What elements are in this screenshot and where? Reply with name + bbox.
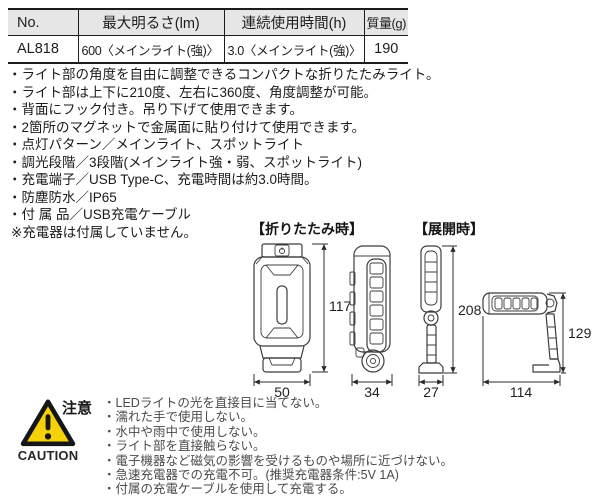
caution-english-label: CAUTION	[17, 448, 79, 463]
feature-item: ・ライト部は上下に210度、左右に360度、角度調整が可能。	[8, 84, 378, 100]
dimension-label: 114	[510, 384, 533, 400]
feature-item: ・付 属 品／USB充電ケーブル	[8, 207, 191, 222]
spec-table: No. 最大明るさ(lm) 連続使用時間(h) 質量(g) AL818 600〈…	[8, 8, 408, 64]
dimension-label: 117	[329, 298, 352, 314]
feature-item: ・2箇所のマグネットで金属面に貼り付けて使用できます。	[8, 119, 366, 135]
caution-label: 注意	[62, 400, 93, 417]
caution-section: CAUTION 注意 ・LEDライトの光を直接目に当てない。 ・濡れた手で使用し…	[15, 396, 590, 500]
folded-state-caption: 【折りたたみ時】	[251, 221, 363, 237]
caution-item: ・ライト部を直接触らない。	[103, 439, 266, 454]
folded-front-view-drawing	[253, 243, 311, 373]
caution-item: ・付属の充電ケーブルを使用して充電する。	[103, 482, 352, 497]
cell-max-brightness: 600〈メインライト(強)〉	[78, 35, 225, 63]
caution-list: ・LEDライトの光を直接目に当てない。 ・濡れた手で使用しない。 ・水中や雨中で…	[103, 396, 453, 497]
caution-item: ・LEDライトの光を直接目に当てない。	[103, 396, 328, 410]
cell-runtime: 3.0〈メインライト(強)〉	[224, 35, 365, 63]
caution-item: ・急速充電器での充電不可。(推奨充電器条件:5V 1A)	[103, 468, 399, 483]
feature-item: ・ライト部の角度を自由に調整できるコンパクトな折りたたみライト。	[8, 67, 440, 82]
features-list: ・ライト部の角度を自由に調整できるコンパクトな折りたたみライト。 ・ライト部は上…	[8, 66, 439, 241]
caution-item: ・水中や雨中で使用しない。	[103, 424, 266, 439]
open-state-caption: 【展開時】	[414, 221, 484, 237]
header-no: No.	[8, 9, 79, 36]
cell-model-no: AL818	[8, 35, 79, 63]
feature-item: ・点灯パターン／メインライト、スポットライト	[8, 137, 305, 152]
dimension-label: 129	[568, 325, 592, 341]
dimension-label: 50	[274, 384, 290, 400]
spec-table-header-row: No. 最大明るさ(lm) 連続使用時間(h) 質量(g)	[8, 9, 408, 36]
caution-item: ・濡れた手で使用しない。	[103, 410, 254, 425]
open-side-view-drawing	[418, 245, 444, 374]
header-max-brightness: 最大明るさ(lm)	[78, 9, 225, 36]
cell-weight: 190	[374, 41, 399, 57]
open-front-view-drawing	[482, 292, 561, 373]
feature-item: ・背面にフック付き。吊り下げて使用できます。	[8, 102, 303, 117]
warning-triangle-icon: CAUTION	[15, 399, 81, 463]
feature-item: ・調光段階／3段階(メインライト強・弱、スポットライト)	[8, 154, 362, 170]
caution-item: ・電子機器など磁気の影響を受けるものや場所に近づけない。	[103, 453, 454, 468]
feature-note: ※充電器は付属していません。	[11, 224, 198, 240]
dimension-label: 34	[364, 384, 380, 400]
dimension-label: 208	[458, 302, 482, 318]
dimension-label: 27	[423, 384, 439, 400]
feature-item: ・防塵防水／IP65	[8, 189, 117, 205]
header-weight: 質量(g)	[364, 9, 408, 36]
folded-side-view-drawing	[349, 245, 391, 373]
spec-table-row: AL818 600〈メインライト(強)〉 3.0〈メインライト(強)〉 190	[8, 35, 408, 63]
technical-drawings: 117 50 34	[253, 243, 592, 400]
header-runtime: 連続使用時間(h)	[224, 9, 365, 36]
feature-item: ・充電端子／USB Type-C、充電時間は約3.0時間。	[8, 172, 318, 187]
power-icon	[278, 247, 286, 255]
